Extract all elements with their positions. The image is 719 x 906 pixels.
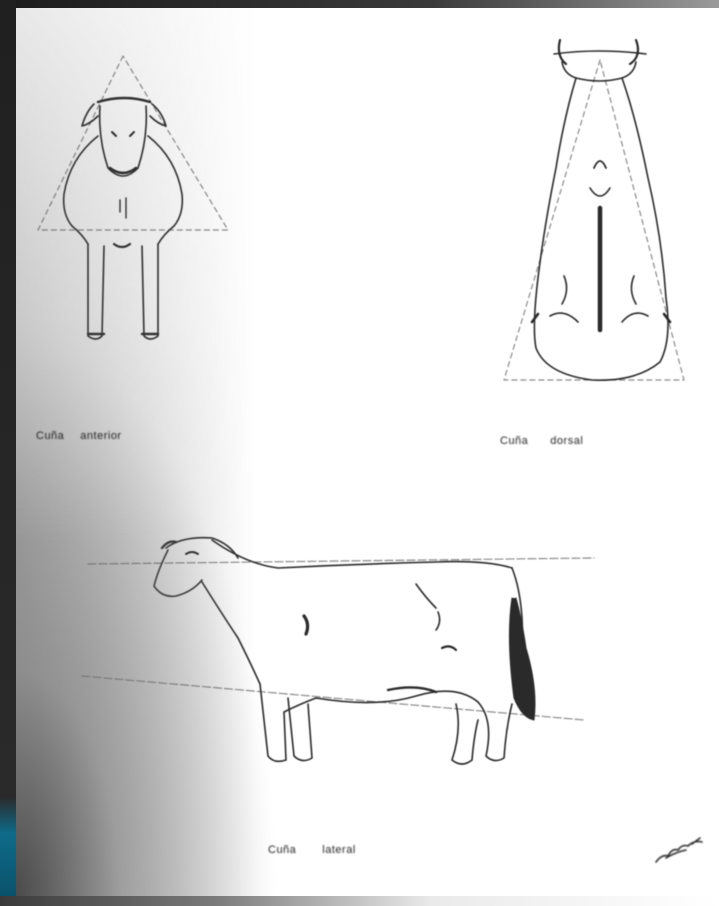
back-view-caption: Cuña dorsal bbox=[500, 435, 583, 447]
side-caption-word1: Cuña bbox=[268, 844, 296, 856]
frame-top-edge bbox=[0, 0, 719, 8]
frame-bottom-edge bbox=[0, 896, 719, 906]
scanned-page: Cuña anterior Cuña dorsal Cuña lateral bbox=[16, 8, 719, 896]
front-view-caption: Cuña anterior bbox=[36, 430, 122, 442]
frame-left-edge bbox=[0, 0, 16, 906]
side-view-caption: Cuña lateral bbox=[268, 844, 356, 856]
side-caption-word2: lateral bbox=[322, 844, 355, 856]
back-caption-word1: Cuña bbox=[500, 435, 528, 447]
handwritten-signature bbox=[652, 836, 708, 866]
back-caption-word2: dorsal bbox=[550, 435, 583, 447]
front-caption-word1: Cuña bbox=[36, 430, 64, 442]
scan-shadow bbox=[16, 8, 719, 896]
front-caption-word2: anterior bbox=[80, 430, 121, 442]
